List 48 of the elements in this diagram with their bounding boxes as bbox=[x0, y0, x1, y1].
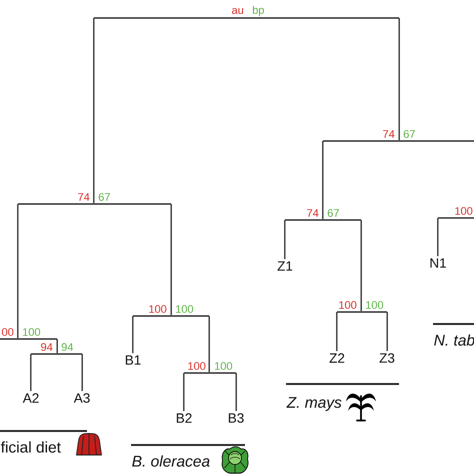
support-value: 100 bbox=[215, 362, 232, 370]
branch-line bbox=[398, 18, 400, 140]
branch-line bbox=[360, 220, 362, 312]
group-label: Z. mays bbox=[286, 397, 342, 411]
support-value: 100 bbox=[176, 305, 194, 313]
support-value: 100 bbox=[149, 305, 166, 313]
value-key: au bbox=[232, 8, 244, 14]
leaf-label: A3 bbox=[74, 393, 90, 403]
support-value: 94 bbox=[41, 343, 52, 351]
branch-line bbox=[56, 339, 58, 354]
support-value: 100 bbox=[23, 328, 40, 336]
support-value: 100 bbox=[339, 301, 356, 309]
leaf-label: Z3 bbox=[380, 353, 394, 363]
branch-line bbox=[322, 141, 324, 220]
group-label: ficial diet bbox=[0, 441, 61, 453]
leaf-label: Z2 bbox=[330, 353, 344, 363]
branch-line bbox=[82, 354, 83, 392]
support-value: 94 bbox=[62, 343, 74, 351]
branch-line bbox=[236, 373, 237, 412]
support-value: 74 bbox=[307, 209, 318, 217]
leaf-label: N1 bbox=[430, 258, 446, 268]
branch-line bbox=[30, 354, 32, 392]
support-value: 100 bbox=[366, 301, 384, 309]
branch-line bbox=[284, 220, 286, 260]
leaf-label: B2 bbox=[176, 413, 192, 423]
branch-line bbox=[170, 204, 172, 316]
branch-line bbox=[437, 218, 438, 256]
leaf-label: B1 bbox=[126, 355, 141, 365]
leaf-label: B3 bbox=[228, 413, 244, 423]
support-value: 74 bbox=[383, 130, 394, 138]
support-value: 67 bbox=[98, 193, 110, 201]
support-value: 67 bbox=[328, 209, 339, 217]
support-value: 74 bbox=[78, 193, 90, 201]
support-value: 67 bbox=[404, 130, 415, 138]
branch-line bbox=[208, 316, 210, 372]
branch-line bbox=[183, 373, 184, 412]
branch-line bbox=[132, 316, 134, 354]
support-value: 100 bbox=[455, 207, 472, 215]
support-value: 100 bbox=[188, 362, 206, 370]
support-value: 00 bbox=[2, 328, 14, 336]
branch-line bbox=[17, 204, 18, 338]
branch-line bbox=[386, 312, 388, 352]
leaf-label: A2 bbox=[22, 393, 39, 403]
group-label: B. oleracea bbox=[132, 455, 210, 467]
branch-line bbox=[93, 18, 94, 204]
branch-line bbox=[336, 312, 338, 352]
value-key: bp bbox=[252, 6, 264, 16]
leaf-label: Z1 bbox=[278, 261, 292, 271]
